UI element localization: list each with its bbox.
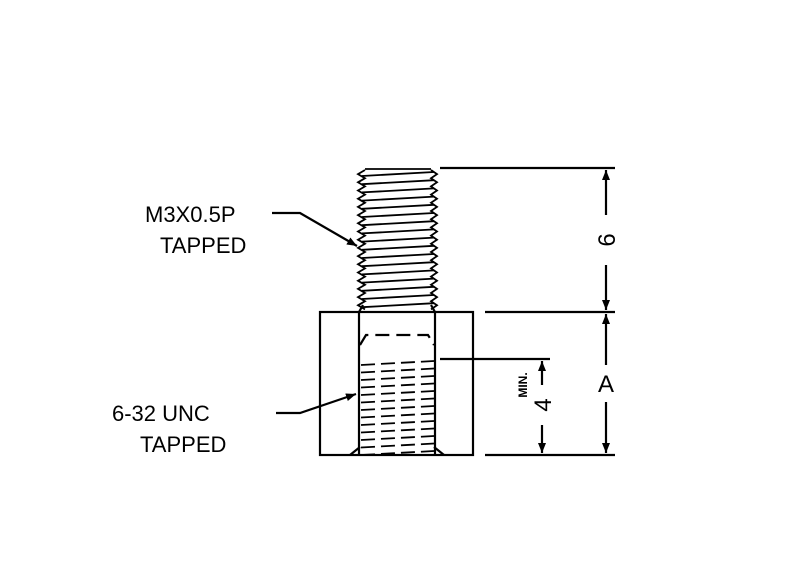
standoff-body (318, 310, 475, 457)
thread-line (361, 179, 435, 186)
thread-profile (429, 169, 439, 311)
thread-line (360, 435, 435, 441)
thread-line (361, 171, 435, 177)
thread-line (360, 390, 435, 396)
hidden-thread-end (359, 333, 435, 346)
dim-value-a: A (598, 371, 614, 398)
thread-line (361, 253, 435, 259)
thread-line (361, 302, 435, 309)
thread-line (361, 220, 435, 227)
thread-line (360, 442, 435, 449)
upper-callout-line1: M3X0.5P (145, 202, 236, 227)
thread-line (361, 236, 435, 243)
dim-value-4: 4 (530, 398, 557, 411)
thread-line (360, 397, 435, 404)
thread-line (360, 382, 435, 389)
internal-thread (360, 360, 435, 456)
thread-line (360, 427, 435, 434)
thread-line (360, 420, 435, 426)
dim-value-6: 6 (594, 233, 621, 246)
upper-callout-line2: TAPPED (160, 233, 246, 258)
thread-line (361, 187, 435, 194)
thread-line (361, 244, 435, 251)
dim-note-min: MIN. (516, 372, 530, 397)
lower-callout-line1: 6-32 UNC (112, 401, 210, 426)
leader-upper (272, 211, 358, 247)
thread-line (361, 261, 435, 268)
thread-profile (356, 169, 367, 311)
thread-line (361, 277, 435, 284)
thread-line (360, 360, 435, 366)
thread-line (360, 405, 435, 411)
leader-lower (276, 392, 357, 415)
thread-line (361, 269, 435, 276)
stud-thread (356, 168, 439, 311)
thread-line (361, 195, 435, 202)
thread-line (361, 203, 435, 210)
thread-line (360, 450, 435, 456)
thread-line (361, 212, 435, 218)
thread-line (360, 412, 435, 419)
thread-line (360, 367, 435, 374)
thread-line (360, 375, 435, 381)
lower-callout-line2: TAPPED (140, 432, 226, 457)
thread-line (361, 294, 435, 300)
thread-line (361, 228, 435, 235)
thread-line (361, 285, 435, 292)
